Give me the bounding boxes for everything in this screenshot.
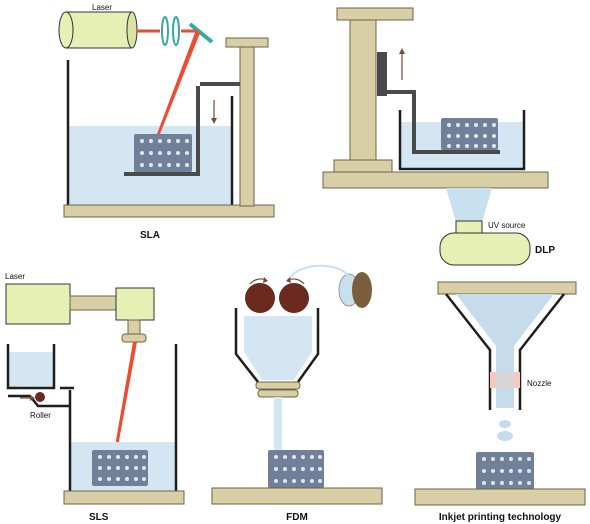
- inkjet-funnel-walls: [445, 293, 565, 410]
- sla-pillar: [239, 45, 255, 207]
- sls-laser-unit: [5, 283, 155, 343]
- inkjet-caption: Inkjet printing technology: [439, 512, 562, 523]
- fdm-nozzle-ring-1: [255, 381, 301, 390]
- sls-printed-part: [92, 450, 148, 486]
- sls-laser-label: Laser: [5, 272, 25, 281]
- dlp-pillar-top: [336, 7, 414, 21]
- fdm-panel: FDM: [211, 264, 383, 523]
- dlp-uv-source: [439, 220, 531, 266]
- sls-roller-icon: [35, 392, 45, 402]
- sls-powder-chute: [8, 394, 70, 408]
- fdm-nozzle-ring-2: [257, 389, 299, 398]
- sla-down-arrow-icon: [211, 100, 217, 124]
- dlp-printed-part: [441, 118, 498, 150]
- fdm-rotation-arrow-right-icon: [286, 277, 305, 285]
- dlp-up-arrow-icon: [399, 48, 405, 80]
- sls-panel: Laser Roller SLS: [5, 272, 185, 523]
- dlp-base: [322, 171, 549, 189]
- sla-printed-part: [134, 134, 192, 172]
- inkjet-top-plate: [437, 281, 577, 295]
- inkjet-panel: Nozzle Inkjet printing technology: [414, 281, 586, 523]
- sls-laser-beam: [114, 342, 137, 452]
- fdm-printed-part: [268, 450, 324, 488]
- fdm-base: [211, 487, 383, 505]
- sla-caption: SLA: [140, 230, 160, 241]
- sla-base: [63, 204, 275, 218]
- inkjet-droplet-1: [499, 420, 511, 428]
- dlp-pillar-foot: [333, 159, 393, 173]
- dlp-caption: DLP: [535, 245, 555, 256]
- fdm-feed-roller-right: [279, 283, 309, 313]
- inkjet-droplet-2: [497, 431, 513, 441]
- sls-roller-arrow-icon: [20, 395, 35, 401]
- sls-roller-label: Roller: [30, 411, 51, 420]
- inkjet-nozzle-channel: [496, 372, 514, 388]
- inkjet-ink-reservoir: [456, 294, 554, 408]
- sla-pillar-top: [225, 37, 269, 48]
- sla-laser-beam-to-part: [157, 30, 200, 134]
- dlp-projection-beam: [446, 188, 492, 222]
- dlp-build-arm: [387, 90, 500, 154]
- fdm-filament-spool: [338, 272, 372, 308]
- sla-laser-unit: [58, 11, 138, 49]
- inkjet-nozzle-label: Nozzle: [527, 379, 552, 388]
- fdm-caption: FDM: [286, 512, 308, 523]
- fdm-extruded-filament: [274, 397, 282, 451]
- inkjet-base: [414, 488, 586, 506]
- sla-mirror-icon: [188, 22, 214, 44]
- fdm-feed-roller-left: [245, 283, 275, 313]
- sls-powder-reservoir: [6, 344, 56, 390]
- fdm-rotation-arrow-left-icon: [249, 277, 268, 285]
- fdm-melt-chamber: [244, 316, 312, 380]
- sla-lens-icon: [161, 16, 180, 46]
- sls-base: [63, 490, 185, 505]
- fdm-hopper-walls: [234, 308, 320, 383]
- inkjet-printed-part: [476, 452, 534, 490]
- sla-laser-label: Laser: [92, 3, 112, 12]
- dlp-pillar: [349, 19, 377, 163]
- dlp-uv-label: UV source: [488, 221, 526, 230]
- dlp-panel: UV source DLP: [322, 7, 555, 266]
- fdm-filament-path: [289, 264, 349, 279]
- sla-panel: Laser SLA: [58, 3, 275, 241]
- sls-caption: SLS: [89, 512, 109, 523]
- dlp-carriage: [377, 52, 387, 96]
